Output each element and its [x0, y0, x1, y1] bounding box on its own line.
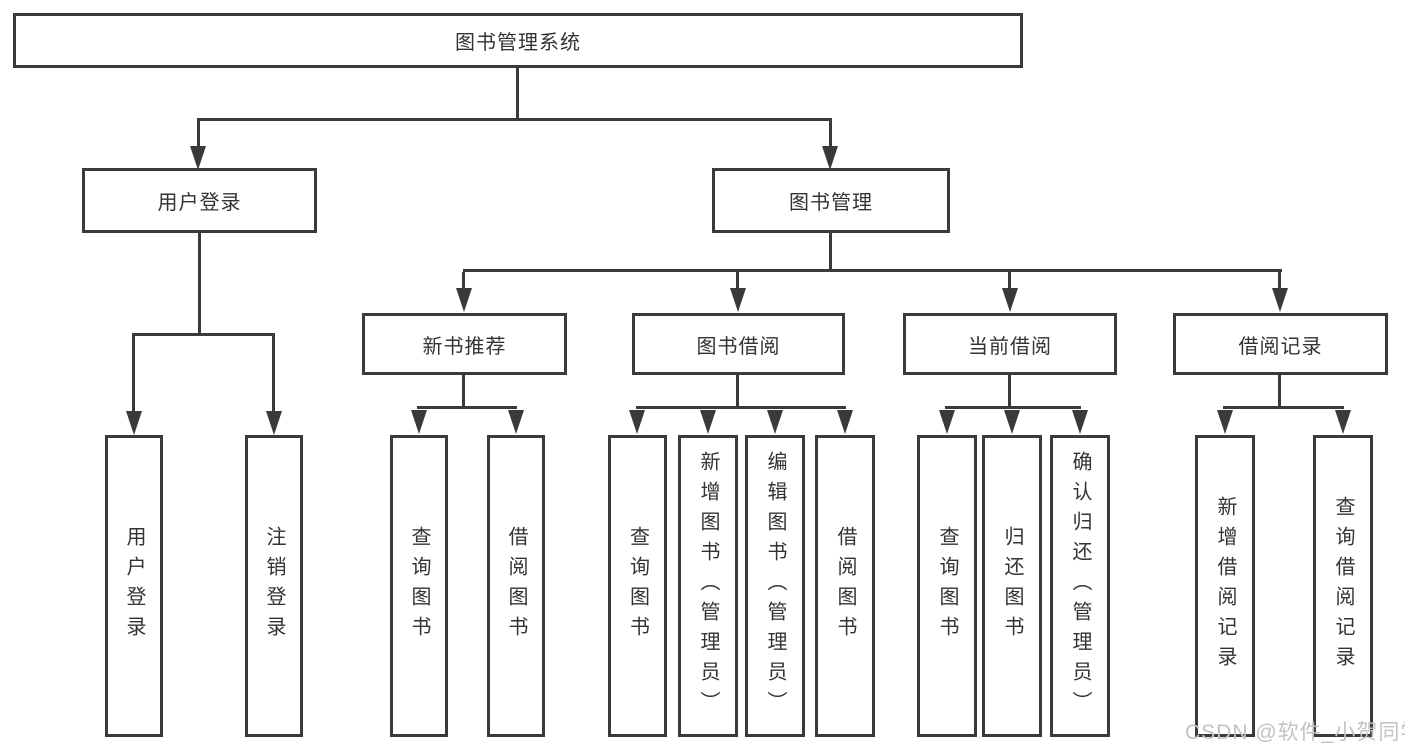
- node-current-borrow: 当前借阅: [903, 313, 1117, 375]
- connector-book-borrow-bar: [636, 406, 846, 409]
- arrow-down-icon: [1335, 410, 1351, 434]
- connector-drop-leaf-logout: [272, 336, 275, 412]
- leaf-query-books-recommend: 查询图书: [390, 435, 448, 737]
- arrow-down-icon: [190, 146, 206, 170]
- arrow-down-icon: [1004, 410, 1020, 434]
- leaf-return-books: 归还图书: [982, 435, 1042, 737]
- connector-drop-new-book: [462, 272, 465, 288]
- csdn-watermark: CSDN @软件_小贺同学: [1185, 721, 1405, 744]
- arrow-down-icon: [1272, 288, 1288, 312]
- connector-drop-current-borrow: [1008, 272, 1011, 288]
- arrow-down-icon: [730, 288, 746, 312]
- connector-book-borrow-stem: [736, 375, 739, 409]
- arrow-down-icon: [456, 288, 472, 312]
- connector-drop-book-borrow: [736, 272, 739, 288]
- arrow-down-icon: [1217, 410, 1233, 434]
- arrow-down-icon: [767, 410, 783, 434]
- arrow-down-icon: [700, 410, 716, 434]
- leaf-borrow-books-recommend: 借阅图书: [487, 435, 545, 737]
- connector-current-borrow-bar: [945, 406, 1081, 409]
- leaf-confirm-return-admin: 确认归还（管理员）: [1050, 435, 1110, 737]
- connector-user-login-bar: [132, 333, 275, 336]
- connector-new-book-stem: [462, 375, 465, 409]
- leaf-add-books-admin: 新增图书（管理员）: [678, 435, 738, 737]
- node-library-management-system: 图书管理系统: [13, 13, 1023, 68]
- arrow-down-icon: [508, 410, 524, 434]
- node-new-book-recommend: 新书推荐: [362, 313, 567, 375]
- connector-drop-borrow-records: [1278, 272, 1281, 288]
- connector-drop-user-login: [197, 121, 200, 148]
- connector-user-login-stem: [198, 233, 201, 333]
- connector-new-book-bar: [417, 406, 517, 409]
- arrow-down-icon: [411, 410, 427, 434]
- connector-book-mgmt-bar: [463, 269, 1282, 272]
- node-user-login: 用户登录: [82, 168, 317, 233]
- arrow-down-icon: [837, 410, 853, 434]
- arrow-down-icon: [126, 411, 142, 435]
- arrow-down-icon: [1072, 410, 1088, 434]
- connector-root-bar: [197, 118, 832, 121]
- node-book-borrow: 图书借阅: [632, 313, 845, 375]
- connector-current-borrow-stem: [1008, 375, 1011, 409]
- arrow-down-icon: [266, 411, 282, 435]
- connector-book-mgmt-stem: [829, 233, 832, 269]
- connector-borrow-records-bar: [1223, 406, 1344, 409]
- node-borrow-records: 借阅记录: [1173, 313, 1388, 375]
- connector-borrow-records-stem: [1278, 375, 1281, 409]
- connector-drop-book-management: [829, 121, 832, 148]
- leaf-query-borrow-record: 查询借阅记录: [1313, 435, 1373, 737]
- connector-drop-leaf-user-login: [132, 336, 135, 412]
- leaf-query-books-borrow: 查询图书: [608, 435, 667, 737]
- leaf-user-login: 用户登录: [105, 435, 163, 737]
- leaf-add-borrow-record: 新增借阅记录: [1195, 435, 1255, 737]
- leaf-query-books-current: 查询图书: [917, 435, 977, 737]
- leaf-logout-login: 注销登录: [245, 435, 303, 737]
- connector-root-stem: [516, 68, 519, 121]
- arrow-down-icon: [629, 410, 645, 434]
- arrow-down-icon: [1002, 288, 1018, 312]
- arrow-down-icon: [822, 146, 838, 170]
- arrow-down-icon: [939, 410, 955, 434]
- node-book-management: 图书管理: [712, 168, 950, 233]
- leaf-borrow-books: 借阅图书: [815, 435, 875, 737]
- leaf-edit-books-admin: 编辑图书（管理员）: [745, 435, 805, 737]
